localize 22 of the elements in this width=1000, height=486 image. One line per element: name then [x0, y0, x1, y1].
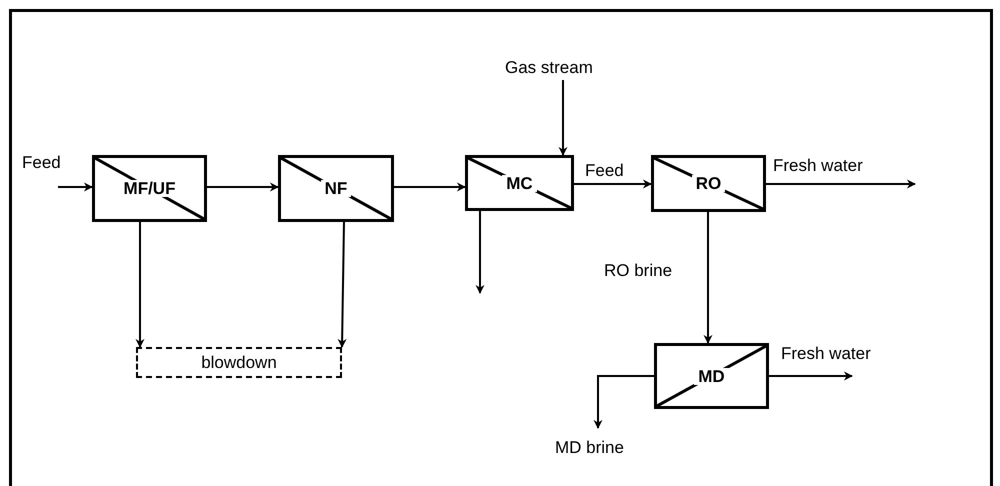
membrane-unit-box	[92, 155, 207, 222]
arrow	[704, 212, 712, 344]
arrow	[476, 211, 484, 294]
arrow	[558, 80, 568, 156]
membrane-unit-box	[651, 155, 766, 212]
unit-label: RO	[692, 175, 726, 192]
arrow	[769, 372, 853, 380]
unit-label: NF	[320, 180, 352, 197]
membrane-unit-box	[654, 343, 769, 409]
arrow	[338, 222, 347, 348]
arrow	[136, 222, 144, 348]
arrow	[574, 180, 652, 188]
arrow	[207, 182, 279, 192]
dashed-box	[136, 347, 342, 378]
membrane-unit-box	[278, 155, 394, 222]
arrow	[594, 375, 654, 429]
arrow	[58, 182, 93, 192]
unit-label: MD	[694, 368, 729, 384]
arrow	[394, 182, 466, 192]
membrane-unit-box	[465, 155, 574, 211]
unit-label: MC	[502, 174, 537, 192]
arrow	[766, 180, 916, 188]
